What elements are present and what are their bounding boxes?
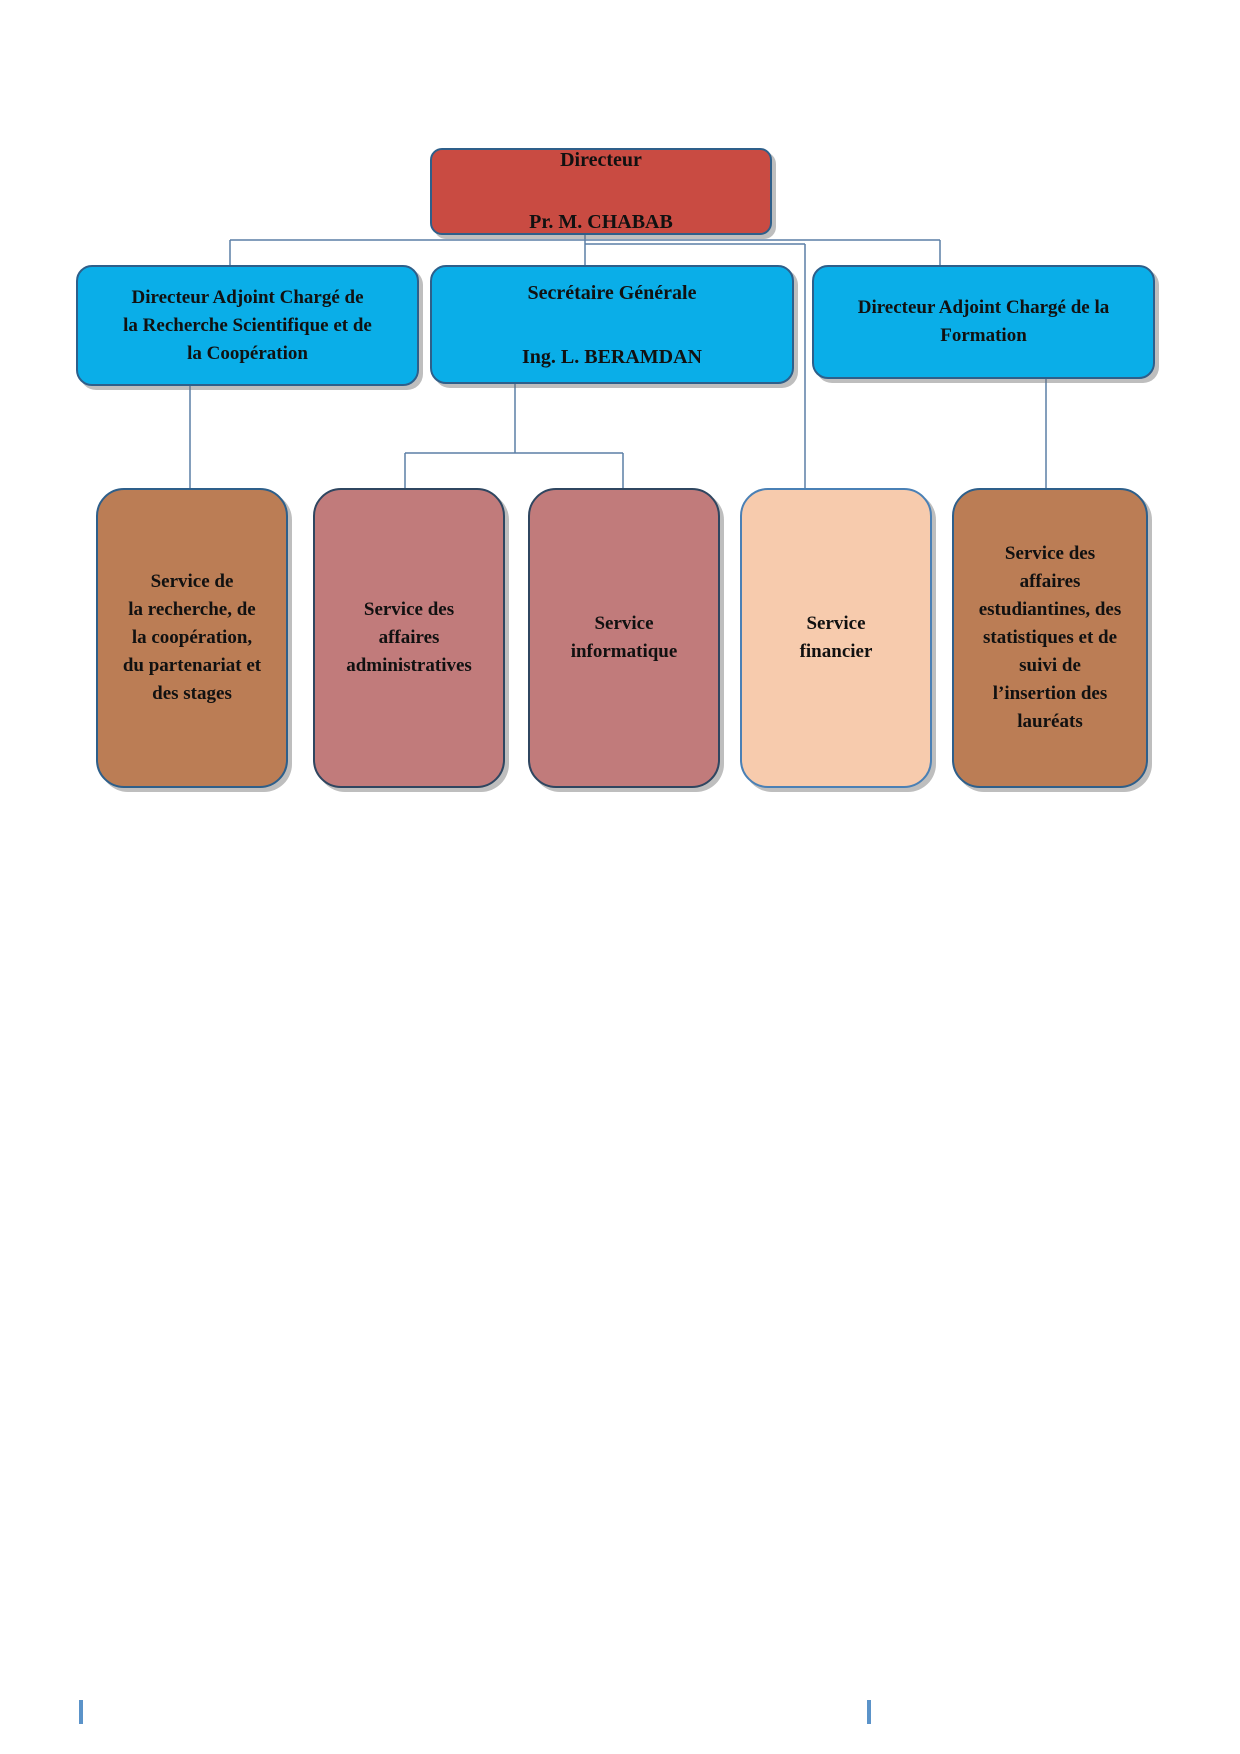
directeur-adjoint-formation-box: Directeur Adjoint Chargé de la Formation	[812, 265, 1155, 379]
service-informatique-label: Service informatique	[570, 613, 678, 662]
service-etudiant-label: Service des affaires estudiantines, des …	[978, 543, 1122, 732]
secretaire-generale-box: Secrétaire Générale Ing. L. BERAMDAN	[430, 265, 794, 384]
service-administratif-label: Service des affaires administratives	[346, 599, 472, 676]
secretaire-generale-name: Ing. L. BERAMDAN	[521, 345, 703, 368]
service-administratif-box: Service des affaires administratives	[313, 488, 505, 788]
footer-mark-right	[867, 1700, 871, 1724]
service-recherche-label: Service de la recherche, de la coopérati…	[122, 571, 262, 704]
directeur-adjoint-recherche-box: Directeur Adjoint Chargé de la Recherche…	[76, 265, 419, 386]
secretaire-generale-title: Secrétaire Générale	[527, 281, 697, 304]
service-etudiant-box: Service des affaires estudiantines, des …	[952, 488, 1148, 788]
directeur-name: Pr. M. CHABAB	[529, 211, 673, 233]
directeur-adjoint-formation-label: Directeur Adjoint Chargé de la Formation	[857, 297, 1110, 346]
directeur-adjoint-recherche-label: Directeur Adjoint Chargé de la Recherche…	[123, 286, 372, 364]
service-recherche-box: Service de la recherche, de la coopérati…	[96, 488, 288, 788]
service-informatique-box: Service informatique	[528, 488, 720, 788]
service-financier-box: Service financier	[740, 488, 932, 788]
service-financier-label: Service financier	[799, 613, 873, 662]
directeur-box: Directeur Pr. M. CHABAB	[430, 148, 772, 235]
directeur-title: Directeur	[560, 149, 642, 171]
footer-mark-left	[79, 1700, 83, 1724]
